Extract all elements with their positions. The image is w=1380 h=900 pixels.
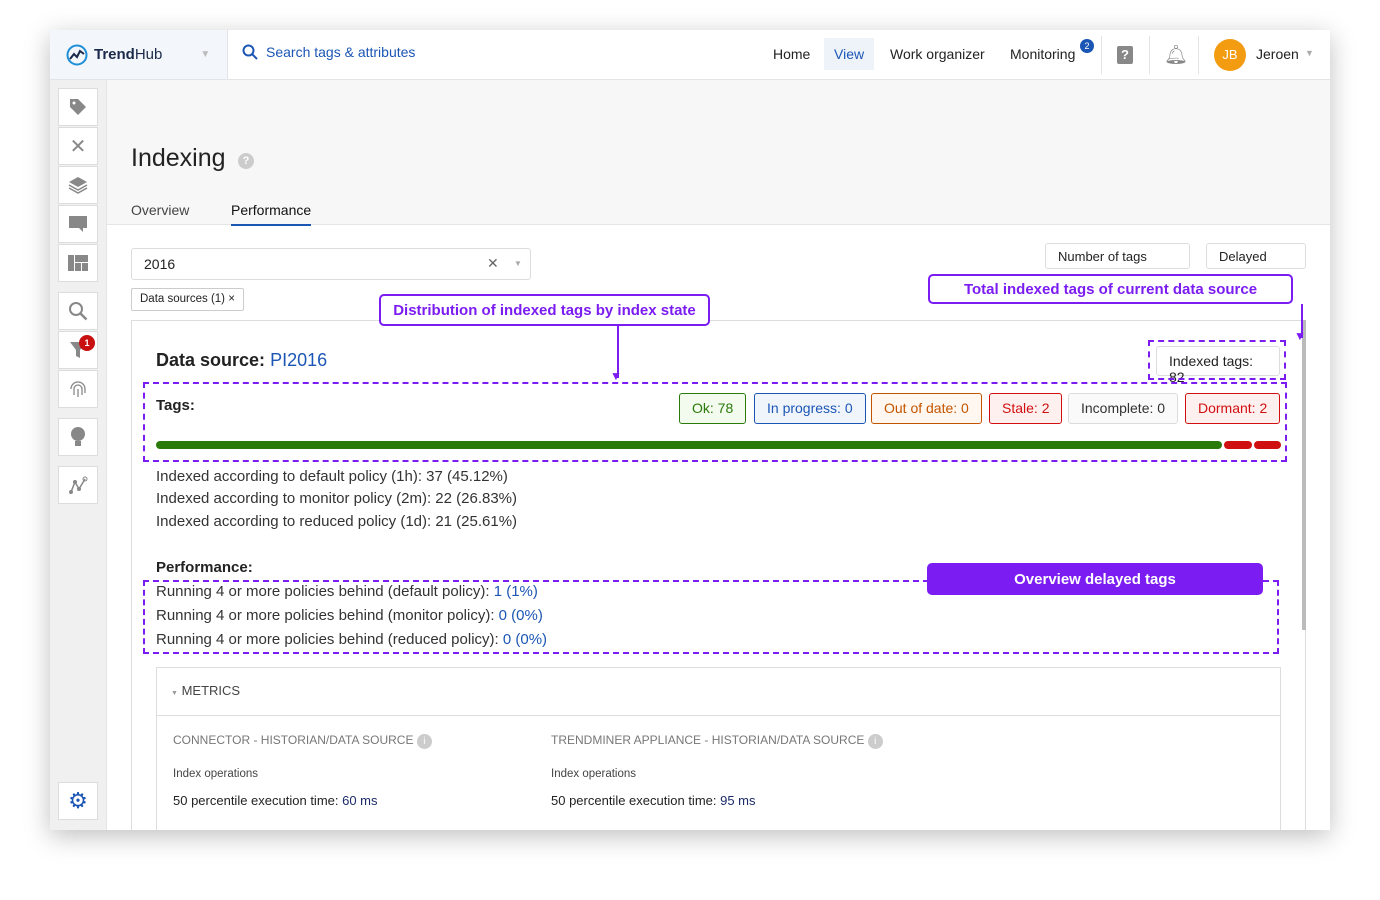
top-header: TrendHub ▼ Search tags & attributes Home… xyxy=(50,30,1330,80)
divider xyxy=(1198,36,1199,74)
chevron-down-icon: ▼ xyxy=(171,690,178,697)
state-in-progress-badge[interactable]: In progress: 0 xyxy=(754,393,866,424)
state-out-of-date-badge[interactable]: Out of date: 0 xyxy=(871,393,982,424)
annotation-total: Total indexed tags of current data sourc… xyxy=(928,274,1293,304)
help-icon[interactable]: ? xyxy=(238,153,254,169)
clear-icon[interactable]: ✕ xyxy=(487,255,499,271)
arrow-down-icon: ▼ xyxy=(1294,329,1306,343)
perf-reduced: Running 4 or more policies behind (reduc… xyxy=(156,631,548,648)
dashboard-icon[interactable] xyxy=(58,244,98,282)
perf-default-link[interactable]: 1 (1%) xyxy=(493,583,538,600)
layers-icon[interactable] xyxy=(58,166,98,204)
info-icon[interactable]: i xyxy=(867,734,883,749)
avatar[interactable]: JB xyxy=(1214,39,1246,71)
gear-icon[interactable]: ⚙ xyxy=(58,782,98,820)
tag-icon[interactable] xyxy=(58,88,98,126)
perf-default: Running 4 or more policies behind (defau… xyxy=(156,583,538,600)
trendhub-logo-icon xyxy=(66,44,88,65)
bar-segment-5 xyxy=(1253,441,1281,449)
filter-badge: 1 xyxy=(79,335,95,351)
sidebar: ✕ 1 ⚙ xyxy=(50,80,107,830)
metrics-appliance-sub: Index operations xyxy=(551,768,637,780)
bar-segment-3 xyxy=(1224,441,1252,449)
annotation-arrow xyxy=(617,326,619,378)
nav-view[interactable]: View xyxy=(824,38,875,70)
annotation-delayed-box xyxy=(143,580,1279,654)
tab-overview[interactable]: Overview xyxy=(131,202,190,218)
scrollbar[interactable] xyxy=(1302,320,1306,630)
perf-monitor-link[interactable]: 0 (0%) xyxy=(498,607,543,624)
tab-performance[interactable]: Performance xyxy=(231,202,312,226)
filter-value: 2016 xyxy=(144,256,176,272)
metrics-appliance-heading: TRENDMINER APPLIANCE - HISTORIAN/DATA SO… xyxy=(551,733,883,749)
page-title: Indexing xyxy=(131,144,226,172)
metrics-connector-heading: CONNECTOR - HISTORIAN/DATA SOURCE i xyxy=(173,733,432,749)
annotation-arrow xyxy=(1301,304,1303,338)
performance-label: Performance: xyxy=(156,559,253,576)
user-name[interactable]: Jeroen xyxy=(1256,46,1299,62)
search-placeholder: Search tags & attributes xyxy=(266,44,416,60)
divider xyxy=(1101,36,1102,74)
search-icon[interactable] xyxy=(58,292,98,330)
comment-icon[interactable] xyxy=(58,205,98,243)
metrics-connector-sub: Index operations xyxy=(173,768,259,780)
nav-monitoring[interactable]: Monitoring xyxy=(1010,46,1076,62)
arrow-down-icon: ▼ xyxy=(610,369,622,383)
sort-delayed-button[interactable]: Delayed xyxy=(1206,243,1306,269)
policy-monitor: Indexed according to monitor policy (2m)… xyxy=(156,490,518,507)
data-source-label: Data source: PI2016 xyxy=(156,350,328,370)
chevron-down-icon[interactable]: ▼ xyxy=(1305,48,1314,58)
state-dormant-badge[interactable]: Dormant: 2 xyxy=(1185,393,1281,424)
tags-label: Tags: xyxy=(156,397,195,414)
search-input[interactable]: Search tags & attributes xyxy=(242,44,415,60)
metrics-connector-stat: 50 percentile execution time: 60 ms xyxy=(173,793,378,808)
policy-default: Indexed according to default policy (1h)… xyxy=(156,468,508,485)
lightbulb-icon[interactable] xyxy=(58,418,98,456)
data-source-name[interactable]: PI2016 xyxy=(270,350,328,370)
help-icon[interactable]: ? xyxy=(1117,46,1133,64)
search-icon xyxy=(242,44,258,60)
annotation-delayed: Overview delayed tags xyxy=(927,563,1263,595)
brand-name: TrendHub xyxy=(94,46,163,63)
bell-icon[interactable]: 🔔︎ xyxy=(1164,45,1189,66)
formula-icon[interactable]: ✕ xyxy=(58,127,98,165)
data-sources-chip[interactable]: Data sources (1) × xyxy=(131,288,244,311)
indexed-tags-count: Indexed tags: 82 xyxy=(1156,346,1280,385)
info-icon[interactable]: i xyxy=(416,734,432,749)
metrics-section: ▼ METRICS CONNECTOR - HISTORIAN/DATA SOU… xyxy=(156,667,1281,830)
metrics-toggle[interactable]: ▼ METRICS xyxy=(157,668,1280,716)
policy-reduced: Indexed according to reduced policy (1d)… xyxy=(156,513,518,530)
perf-monitor: Running 4 or more policies behind (monit… xyxy=(156,607,543,624)
bar-segment-0 xyxy=(156,441,1223,449)
chevron-down-icon[interactable]: ▼ xyxy=(514,259,522,268)
main-content: Indexing ? Overview Performance 2016 ✕ ▼… xyxy=(107,80,1330,830)
state-stale-badge[interactable]: Stale: 2 xyxy=(989,393,1063,424)
nav-home[interactable]: Home xyxy=(773,46,811,62)
page-header xyxy=(107,80,1330,225)
metrics-appliance-stat: 50 percentile execution time: 95 ms xyxy=(551,793,756,808)
brand-switcher[interactable]: TrendHub ▼ xyxy=(50,30,228,79)
sort-number-of-tags-button[interactable]: Number of tags xyxy=(1045,243,1190,269)
annotation-distribution-box xyxy=(143,382,1287,462)
monitoring-badge: 2 xyxy=(1080,39,1094,53)
chevron-down-icon: ▼ xyxy=(200,49,211,60)
divider xyxy=(1149,36,1150,74)
state-ok-badge[interactable]: Ok: 78 xyxy=(679,393,747,424)
annotation-distribution: Distribution of indexed tags by index st… xyxy=(379,294,710,326)
app-window: TrendHub ▼ Search tags & attributes Home… xyxy=(50,30,1330,830)
data-source-filter-input[interactable]: 2016 ✕ ▼ xyxy=(131,248,531,280)
perf-reduced-link[interactable]: 0 (0%) xyxy=(502,631,548,648)
graph-icon[interactable] xyxy=(58,466,98,504)
fingerprint-icon[interactable] xyxy=(58,370,98,408)
state-incomplete-badge[interactable]: Incomplete: 0 xyxy=(1068,393,1179,424)
annotation-total-box xyxy=(1148,340,1286,380)
nav-work-organizer[interactable]: Work organizer xyxy=(890,46,985,62)
index-state-bar xyxy=(156,441,1281,449)
